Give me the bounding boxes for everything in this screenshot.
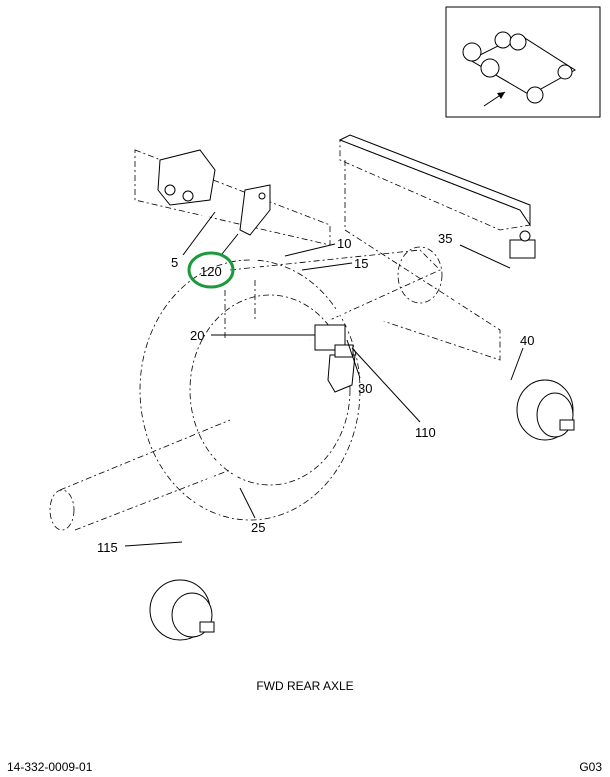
- callout-10[interactable]: 10: [337, 236, 351, 251]
- callout-110[interactable]: 110: [415, 425, 436, 440]
- callout-120[interactable]: 120: [200, 264, 222, 279]
- highlight-circle: [187, 251, 235, 289]
- brake-chamber-left: [149, 579, 215, 641]
- callout-15[interactable]: 15: [354, 256, 368, 271]
- diagram-caption: FWD REAR AXLE: [256, 679, 354, 693]
- callout-25[interactable]: 25: [251, 520, 265, 535]
- callout-115[interactable]: 115: [97, 540, 118, 555]
- leader-lines: [124, 211, 524, 547]
- tee-fitting: [314, 324, 356, 393]
- figure-code: G03: [579, 760, 602, 774]
- air-hoses: [183, 208, 521, 576]
- callout-30[interactable]: 30: [358, 381, 372, 396]
- upper-bracket: [157, 149, 271, 236]
- hose-end-fitting: [509, 230, 536, 259]
- callout-40[interactable]: 40: [520, 333, 534, 348]
- locator-inset: [445, 6, 601, 118]
- brake-chamber-right: [516, 379, 575, 441]
- axle-housing: [49, 246, 443, 531]
- callout-5[interactable]: 5: [171, 255, 178, 270]
- callout-20[interactable]: 20: [190, 328, 204, 343]
- document-number: 14-332-0009-01: [7, 760, 93, 774]
- callout-35[interactable]: 35: [438, 231, 452, 246]
